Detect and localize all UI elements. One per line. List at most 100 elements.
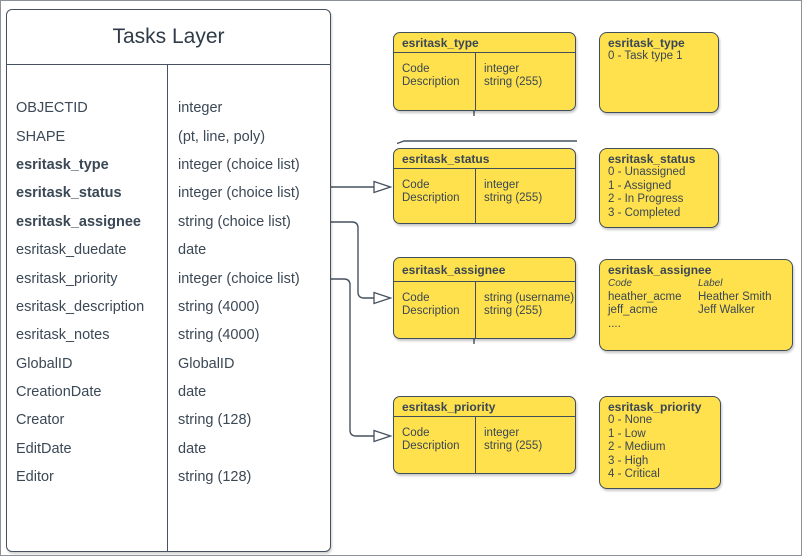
domain-esritask-type: esritask_type 0 - Task type 1 [599, 32, 719, 113]
domain-value-row: heather_acme Heather Smith [608, 291, 786, 304]
attr-name: Code [402, 427, 430, 439]
attr-type: integer [484, 179, 520, 191]
field-row: Editor string (128) [7, 463, 330, 491]
field-table-body: Code Description integer string (255) [394, 169, 575, 223]
domain-title: esritask_priority [608, 400, 702, 414]
arrowhead-priority [373, 429, 393, 443]
domain-value-row: jeff_acme Jeff Walker [608, 304, 786, 317]
field-type: (pt, line, poly) [178, 128, 266, 145]
field-table-title: esritask_status [394, 149, 575, 169]
field-row: Creator string (128) [7, 406, 330, 434]
field-name: GlobalID [16, 355, 73, 372]
field-row: esritask_description string (4000) [7, 293, 330, 321]
field-name: esritask_description [16, 298, 145, 315]
field-table-title: esritask_assignee [394, 258, 575, 282]
domain-code: heather_acme [608, 290, 682, 303]
domain-value: 3 - Completed [608, 206, 681, 219]
connector-priority [330, 278, 374, 437]
field-table-esritask-status: esritask_status Code Description integer… [393, 148, 576, 224]
field-row: GlobalID GlobalID [7, 350, 330, 378]
field-name: esritask_status [16, 185, 122, 202]
field-row: SHAPE (pt, line, poly) [7, 122, 330, 150]
field-row: esritask_priority integer (choice list) [7, 264, 330, 292]
field-type: string (128) [178, 469, 252, 486]
domain-value: 1 - Low [608, 427, 646, 440]
field-table-body: Code Description integer string (255) [394, 417, 575, 473]
domain-title: esritask_type [608, 36, 685, 50]
field-name: esritask_type [16, 156, 109, 173]
attr-name: Description [402, 192, 460, 205]
domain-value: 0 - Task type 1 [608, 50, 683, 63]
status-top-stroke [396, 140, 577, 145]
field-type: string (4000) [178, 327, 260, 344]
field-table-title: esritask_priority [394, 397, 575, 417]
field-type: string (choice list) [178, 213, 291, 230]
field-type: string (128) [178, 412, 252, 429]
field-row: OBJECTID integer [7, 94, 330, 122]
connector-assignee [330, 221, 374, 299]
field-type: integer (choice list) [178, 185, 300, 202]
field-table-body: Code Description integer string (255) [394, 53, 575, 110]
domain-title: esritask_status [608, 152, 696, 166]
domain-value: 4 - Critical [608, 468, 660, 481]
code-column-header: Code [608, 278, 632, 290]
domain-esritask-priority: esritask_priority 0 - None 1 - Low 2 - M… [599, 396, 721, 489]
attr-type: integer [484, 63, 520, 75]
domain-value: 1 - Assigned [608, 179, 672, 192]
field-name: CreationDate [16, 384, 102, 401]
field-row: EditDate date [7, 435, 330, 463]
field-table-esritask-priority: esritask_priority Code Description integ… [393, 396, 576, 474]
domain-title: esritask_assignee [608, 263, 712, 277]
attr-name: Code [402, 63, 430, 75]
field-type: GlobalID [178, 355, 235, 372]
domain-code: jeff_acme [608, 304, 658, 317]
field-type: date [178, 384, 207, 401]
attr-name: Code [402, 292, 430, 304]
domain-column-headers: Code Label [608, 277, 786, 290]
field-name: esritask_priority [16, 270, 118, 287]
tasks-layer-table: Tasks Layer OBJECTID integer SHAPE (pt, … [6, 9, 331, 552]
domain-label: Heather Smith [698, 290, 772, 303]
attr-type: string (255) [484, 305, 543, 318]
field-name: esritask_assignee [16, 213, 141, 230]
domain-value: 2 - In Progress [608, 193, 684, 206]
attr-type: string (255) [484, 440, 543, 453]
field-row: esritask_type integer (choice list) [7, 151, 330, 179]
tasks-layer-title: Tasks Layer [7, 10, 330, 65]
field-table-body: Code Description string (username) strin… [394, 282, 575, 338]
domain-esritask-status: esritask_status 0 - Unassigned 1 - Assig… [599, 148, 719, 228]
field-type: integer [178, 100, 223, 117]
attr-name: Description [402, 76, 460, 89]
attr-name: Description [402, 440, 460, 453]
field-row: CreationDate date [7, 378, 330, 406]
attr-name: Description [402, 305, 460, 318]
field-type: date [178, 440, 207, 457]
domain-label: Jeff Walker [698, 304, 755, 317]
field-name: OBJECTID [16, 100, 88, 117]
attr-type: integer [484, 427, 520, 439]
attr-name: Code [402, 179, 430, 191]
attr-type: string (255) [484, 192, 543, 205]
field-row: esritask_notes string (4000) [7, 321, 330, 349]
domain-esritask-assignee: esritask_assignee Code Label heather_acm… [599, 259, 793, 351]
field-row: esritask_status integer (choice list) [7, 179, 330, 207]
arrowhead-status [373, 180, 393, 194]
tasks-layer-field-list: OBJECTID integer SHAPE (pt, line, poly) … [7, 65, 330, 551]
domain-value: 0 - None [608, 414, 653, 427]
field-row: esritask_duedate date [7, 236, 330, 264]
field-table-esritask-assignee: esritask_assignee Code Description strin… [393, 257, 576, 339]
field-type: date [178, 242, 207, 259]
attr-type: string (255) [484, 76, 543, 89]
domain-value: 2 - Medium [608, 441, 666, 454]
domain-value: 0 - Unassigned [608, 166, 686, 179]
field-name: esritask_notes [16, 327, 110, 344]
field-table-title: esritask_type [394, 33, 575, 53]
attr-type: string (username) [484, 292, 575, 304]
column-divider [166, 65, 168, 551]
field-name: Creator [16, 412, 65, 429]
domain-more-ellipsis: .... [608, 317, 621, 330]
field-name: EditDate [16, 440, 72, 457]
field-type: string (4000) [178, 298, 260, 315]
